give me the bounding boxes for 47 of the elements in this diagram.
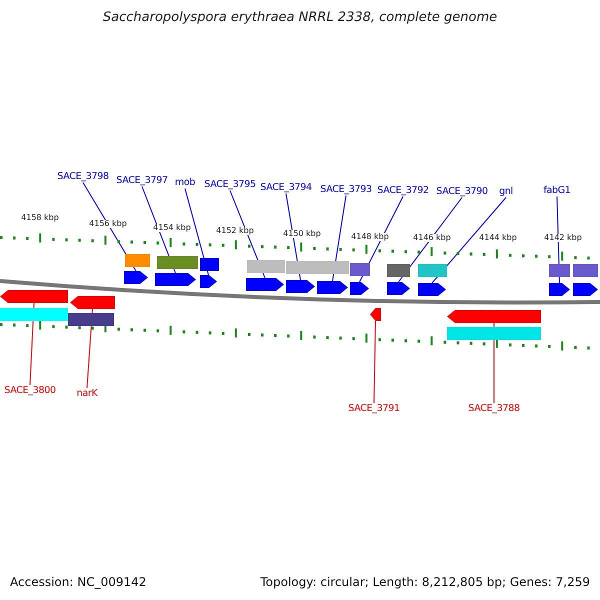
gene-label: SACE_3794 [260,183,312,192]
scale-label: 4144 kbp [479,234,517,242]
scale-label: 4158 kbp [21,214,59,222]
accession-note: Accession: NC_009142 [10,576,146,588]
scale-label: 4142 kbp [544,234,582,242]
scale-label: 4148 kbp [351,233,389,241]
gene-block [350,282,369,295]
leader-line [184,188,209,276]
gene-label: gnl [499,187,513,196]
gene-label: narK [76,389,98,398]
gene-label: SACE_3791 [348,404,400,414]
gene-label: SACE_3793 [320,185,372,194]
gene-label: SACE_3792 [377,186,429,196]
gene-block [447,310,541,323]
gene-block [317,281,348,294]
gene-block [246,278,284,291]
genome-summary: Topology: circular; Length: 8,212,805 bp; Genes: 7,259 [260,576,590,588]
leader-line [556,196,560,284]
scale-label: 4154 kbp [153,224,191,232]
gene-block [418,283,446,296]
gene-block [70,296,115,309]
gene-label: SACE_3797 [116,176,168,186]
gene-block [387,282,410,295]
gene-label: SACE_3800 [4,386,56,396]
gene-block [124,271,148,284]
gene-block [549,283,570,296]
leader-line [432,197,506,284]
leader-line [359,196,404,282]
scale-label: 4152 kbp [216,227,254,235]
gene-label: SACE_3798 [57,172,109,182]
gene-block [286,280,315,293]
gene-label: mob [174,178,196,188]
gene-block [155,273,196,286]
leader-line [398,197,462,282]
genome-title: Saccharopolyspora erythraea NRRL 2338, complete genome [102,11,498,24]
leader-line [374,320,376,404]
gene-label: fabG1 [543,186,571,196]
gene-block [573,283,598,296]
gene-block [0,290,68,303]
scale-label: 4156 kbp [89,220,127,228]
gene-block [200,275,217,288]
gene-label: SACE_3795 [204,180,256,190]
scale-label: 4146 kbp [413,234,451,242]
gene-label: SACE_3788 [468,404,520,414]
gene-block [370,308,381,321]
gene-label: SACE_3790 [436,187,488,196]
scale-label: 4150 kbp [283,230,321,238]
